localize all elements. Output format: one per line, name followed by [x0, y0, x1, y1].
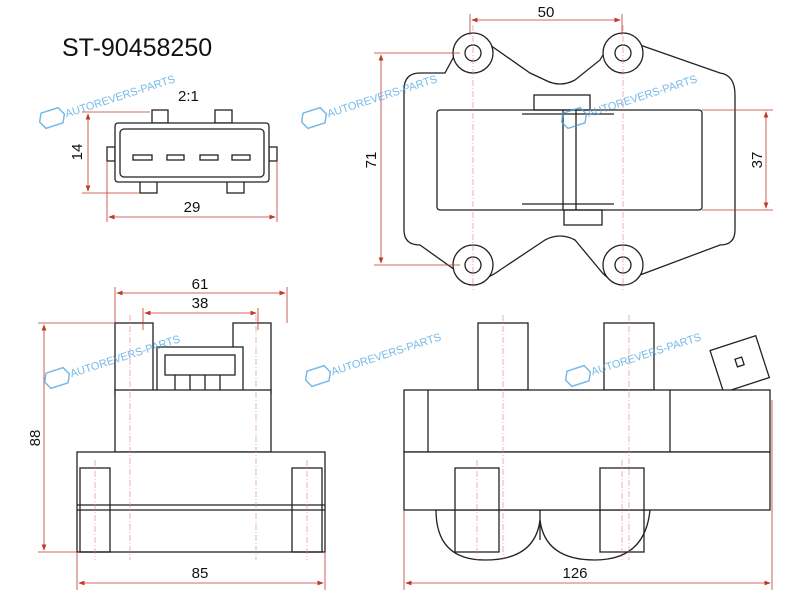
dim-tower-inner-width: 38: [192, 295, 209, 312]
dim-mount-length: 71: [363, 152, 380, 169]
part-number: ST-90458250: [62, 34, 212, 62]
dim-window-height: 37: [749, 152, 766, 169]
watermark-text: AUTOREVERS-PARTS: [330, 331, 443, 378]
dim-overall-length: 126: [562, 565, 587, 582]
dim-mount-hole-spacing: 50: [538, 4, 555, 21]
dim-base-width: 85: [192, 565, 209, 582]
dim-overall-height: 88: [27, 430, 44, 447]
top-view: 50 71 37: [363, 4, 773, 290]
dim-connector-height: 14: [69, 144, 86, 161]
scale-label: 2:1: [178, 88, 199, 105]
dim-connector-width: 29: [184, 199, 201, 216]
dim-tower-outer-width: 61: [192, 276, 209, 293]
watermark-5: AUTOREVERS-PARTS: [304, 331, 443, 388]
front-view: 61 38 88 85: [27, 276, 326, 590]
side-view: 126: [403, 315, 773, 590]
connector-detail-view: 2:1 14 29: [69, 88, 278, 222]
